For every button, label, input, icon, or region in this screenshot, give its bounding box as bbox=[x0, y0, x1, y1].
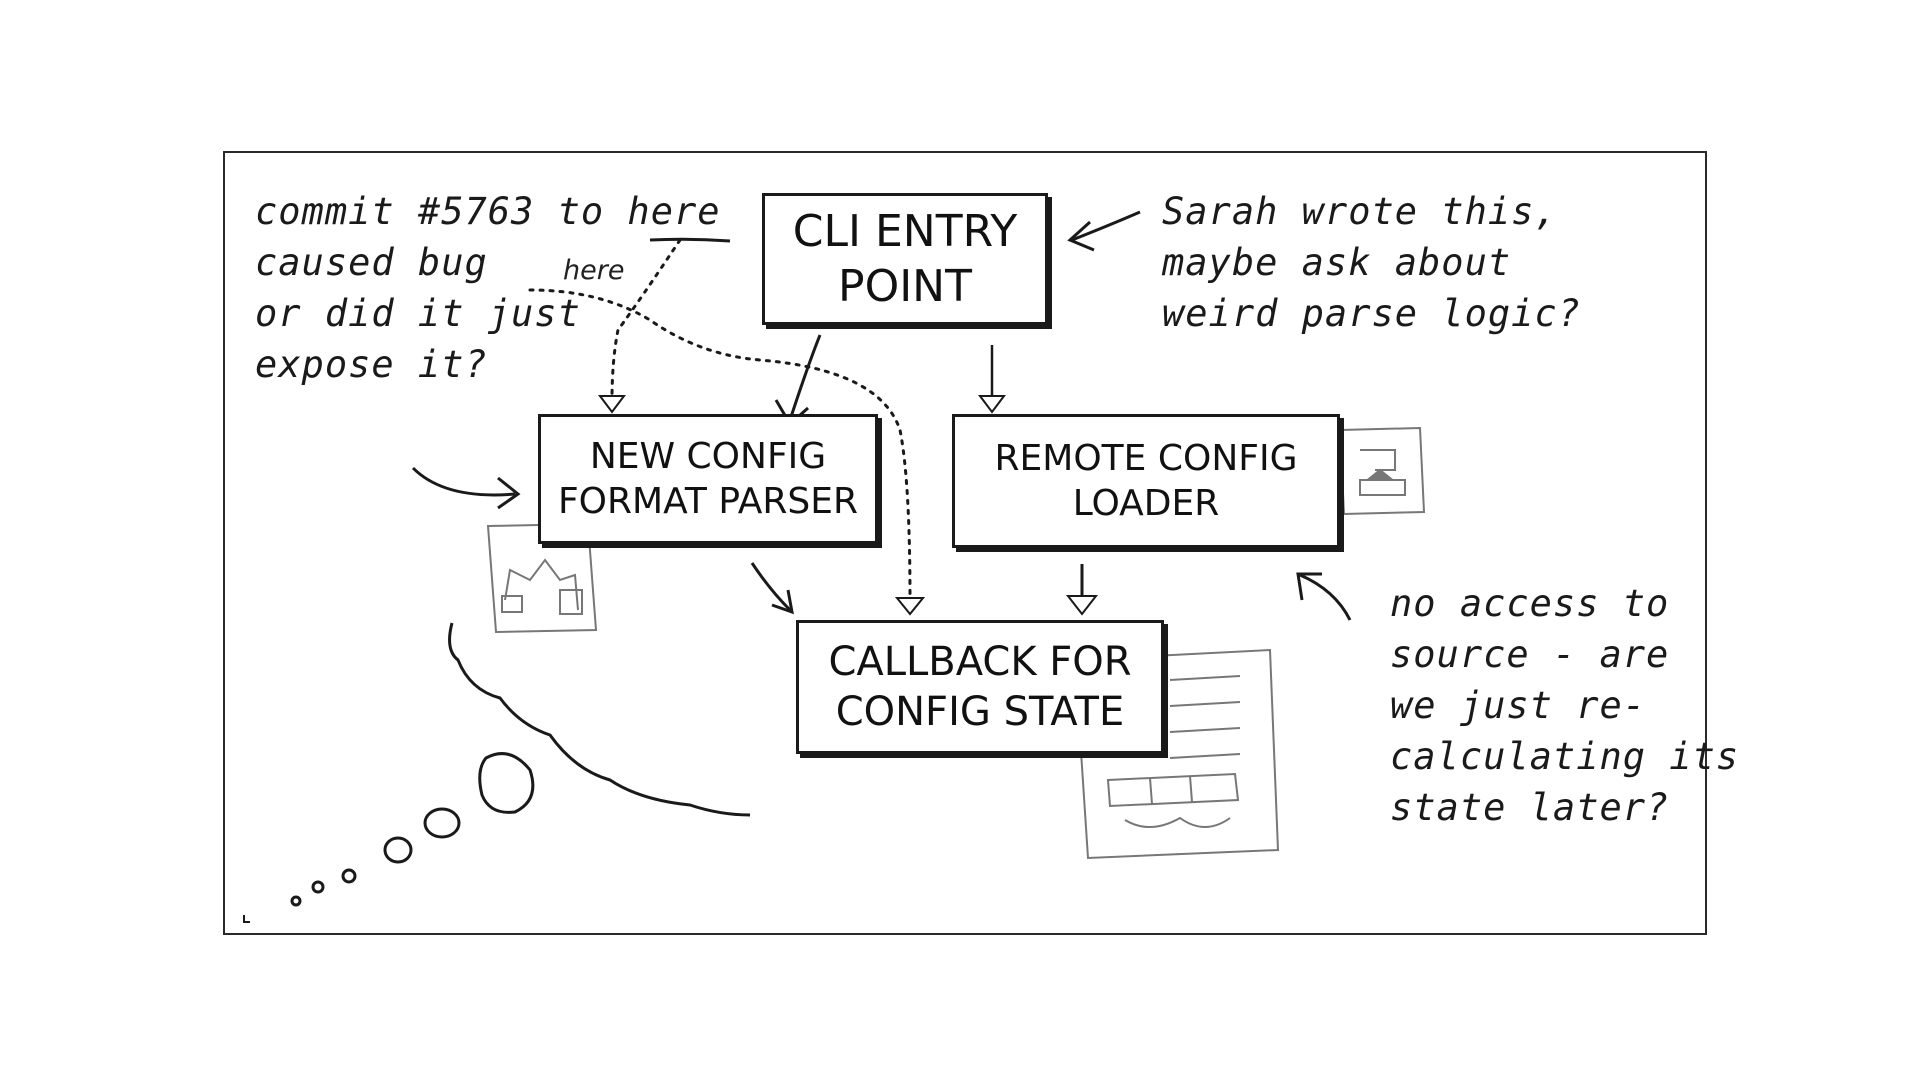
node-parser-label-line1: NEW CONFIG bbox=[589, 436, 827, 477]
annotation-commit-line4: expose it? bbox=[255, 343, 488, 386]
sarah-pointer-arrow bbox=[1067, 210, 1141, 252]
node-cli-label-line1: CLI ENTRY bbox=[792, 206, 1018, 257]
annotation-commit: commit #5763 to here caused bug or did i… bbox=[255, 186, 721, 390]
annotation-access-line4: calculating its bbox=[1390, 735, 1740, 778]
annotation-sarah-line1: Sarah wrote this, bbox=[1162, 190, 1558, 233]
access-pointer-arrow bbox=[1296, 572, 1352, 621]
annotation-commit-line2: caused bug bbox=[255, 241, 488, 284]
annotation-sarah: Sarah wrote this, maybe ask about weird … bbox=[1162, 186, 1581, 339]
node-remote-config-loader: REMOTE CONFIG LOADER bbox=[952, 414, 1340, 548]
node-remote-label-line2: LOADER bbox=[1072, 483, 1220, 524]
annotation-access: no access to source - are we just re- ca… bbox=[1390, 578, 1739, 833]
annotation-access-line1: no access to bbox=[1390, 582, 1670, 625]
here-underline bbox=[649, 237, 731, 243]
node-callback-label-line1: CALLBACK FOR bbox=[828, 639, 1132, 685]
sketch-paper-remote bbox=[1338, 426, 1426, 516]
edge-cli-to-parser bbox=[774, 334, 822, 427]
annotation-commit-here: here bbox=[627, 190, 721, 233]
node-parser-label-line2: FORMAT PARSER bbox=[557, 481, 859, 522]
edge-parser-to-callback bbox=[750, 562, 794, 615]
sketch-paper-parser bbox=[486, 522, 598, 634]
annotation-here-small: here bbox=[563, 255, 625, 286]
annotation-commit-line1: commit #5763 to here bbox=[255, 186, 721, 237]
node-cli-label-line2: POINT bbox=[838, 261, 972, 312]
annotation-access-line5: state later? bbox=[1390, 786, 1670, 829]
thought-cloud bbox=[243, 622, 751, 923]
parser-pointer-arrow bbox=[411, 466, 521, 510]
annotation-sarah-line3: weird parse logic? bbox=[1162, 292, 1581, 335]
annotation-sarah-line2: maybe ask about bbox=[1162, 241, 1512, 284]
node-callback-label-line2: CONFIG STATE bbox=[835, 689, 1125, 735]
node-callback-for-config-state: CALLBACK FOR CONFIG STATE bbox=[796, 620, 1164, 754]
annotation-access-line2: source - are bbox=[1390, 633, 1670, 676]
edge-remote-to-callback bbox=[1065, 564, 1099, 616]
annotation-commit-prefix: commit #5763 to bbox=[255, 190, 628, 233]
edge-cli-to-remote bbox=[978, 345, 1006, 414]
node-new-config-format-parser: NEW CONFIG FORMAT PARSER bbox=[538, 414, 878, 544]
node-remote-label-line1: REMOTE CONFIG bbox=[994, 438, 1298, 479]
annotation-commit-line3: or did it just bbox=[255, 292, 581, 335]
node-cli-entry-point: CLI ENTRY POINT bbox=[762, 193, 1048, 325]
edge-here-to-callback bbox=[528, 288, 926, 616]
annotation-access-line3: we just re- bbox=[1390, 684, 1647, 727]
edge-here-to-parser bbox=[598, 238, 682, 414]
